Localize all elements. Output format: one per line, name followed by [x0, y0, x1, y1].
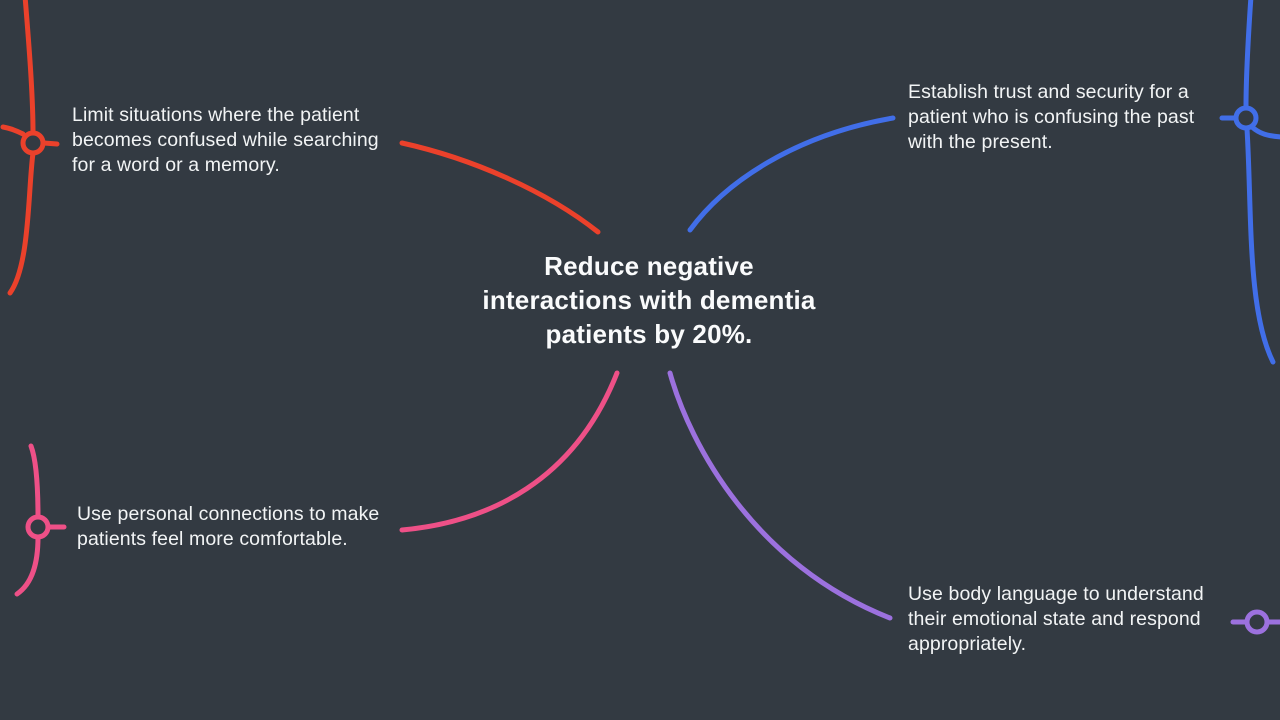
subbranch-line-trust-bottom	[1244, 126, 1276, 365]
node-label-line: patient who is confusing the past	[908, 106, 1195, 128]
junction-node-personal-connections[interactable]	[25, 514, 51, 540]
node-label-line: their emotional state and respond	[908, 608, 1201, 630]
branch-group-establish-trust	[687, 0, 1280, 365]
node-label-personal-connections[interactable]: Use personal connections to make patient…	[77, 502, 379, 552]
node-label-line: Use personal connections to make	[77, 503, 380, 525]
junction-node-limit-situations[interactable]	[20, 130, 46, 156]
subbranch-line-personal-top	[28, 443, 41, 520]
junction-node-body-language[interactable]	[1244, 609, 1270, 635]
subbranch-line-limit-top	[22, 0, 36, 136]
node-label-line: Use body language to understand	[908, 583, 1204, 605]
node-label-line: becomes confused while searching	[72, 129, 379, 151]
node-label-body-language[interactable]: Use body language to understand their em…	[908, 582, 1204, 657]
subbranch-line-trust-right	[1249, 124, 1280, 140]
branch-curve-limit-situations	[399, 140, 601, 235]
node-label-line: Limit situations where the patient	[72, 104, 360, 126]
node-label-limit-situations[interactable]: Limit situations where the patient becom…	[72, 103, 379, 178]
branch-curve-personal-connections	[399, 370, 620, 533]
central-node[interactable]: Reduce negative interactions with dement…	[399, 249, 899, 351]
junction-node-establish-trust[interactable]	[1233, 105, 1259, 131]
branch-group-body-language	[667, 370, 1280, 635]
branch-curve-establish-trust	[687, 115, 896, 233]
subbranch-line-limit-left	[0, 124, 26, 137]
branch-curve-body-language	[667, 370, 893, 621]
node-label-line: patients feel more comfortable.	[77, 528, 348, 550]
branch-group-personal-connections	[14, 370, 620, 597]
node-label-line: for a word or a memory.	[72, 154, 280, 176]
central-node-line: interactions with dementia	[482, 285, 816, 315]
branch-group-limit-situations	[0, 0, 601, 296]
subbranch-line-personal-bottom	[14, 534, 41, 597]
node-label-line: with the present.	[908, 131, 1053, 153]
central-node-line: Reduce negative	[544, 251, 754, 281]
subbranch-line-limit-bottom	[7, 150, 36, 296]
central-node-line: patients by 20%.	[545, 319, 753, 349]
node-label-line: Establish trust and security for a	[908, 81, 1189, 103]
branch-stub-limit	[41, 140, 60, 147]
node-label-line: appropriately.	[908, 633, 1027, 655]
node-label-establish-trust[interactable]: Establish trust and security for a patie…	[908, 80, 1194, 155]
subbranch-line-trust-top	[1243, 0, 1254, 110]
